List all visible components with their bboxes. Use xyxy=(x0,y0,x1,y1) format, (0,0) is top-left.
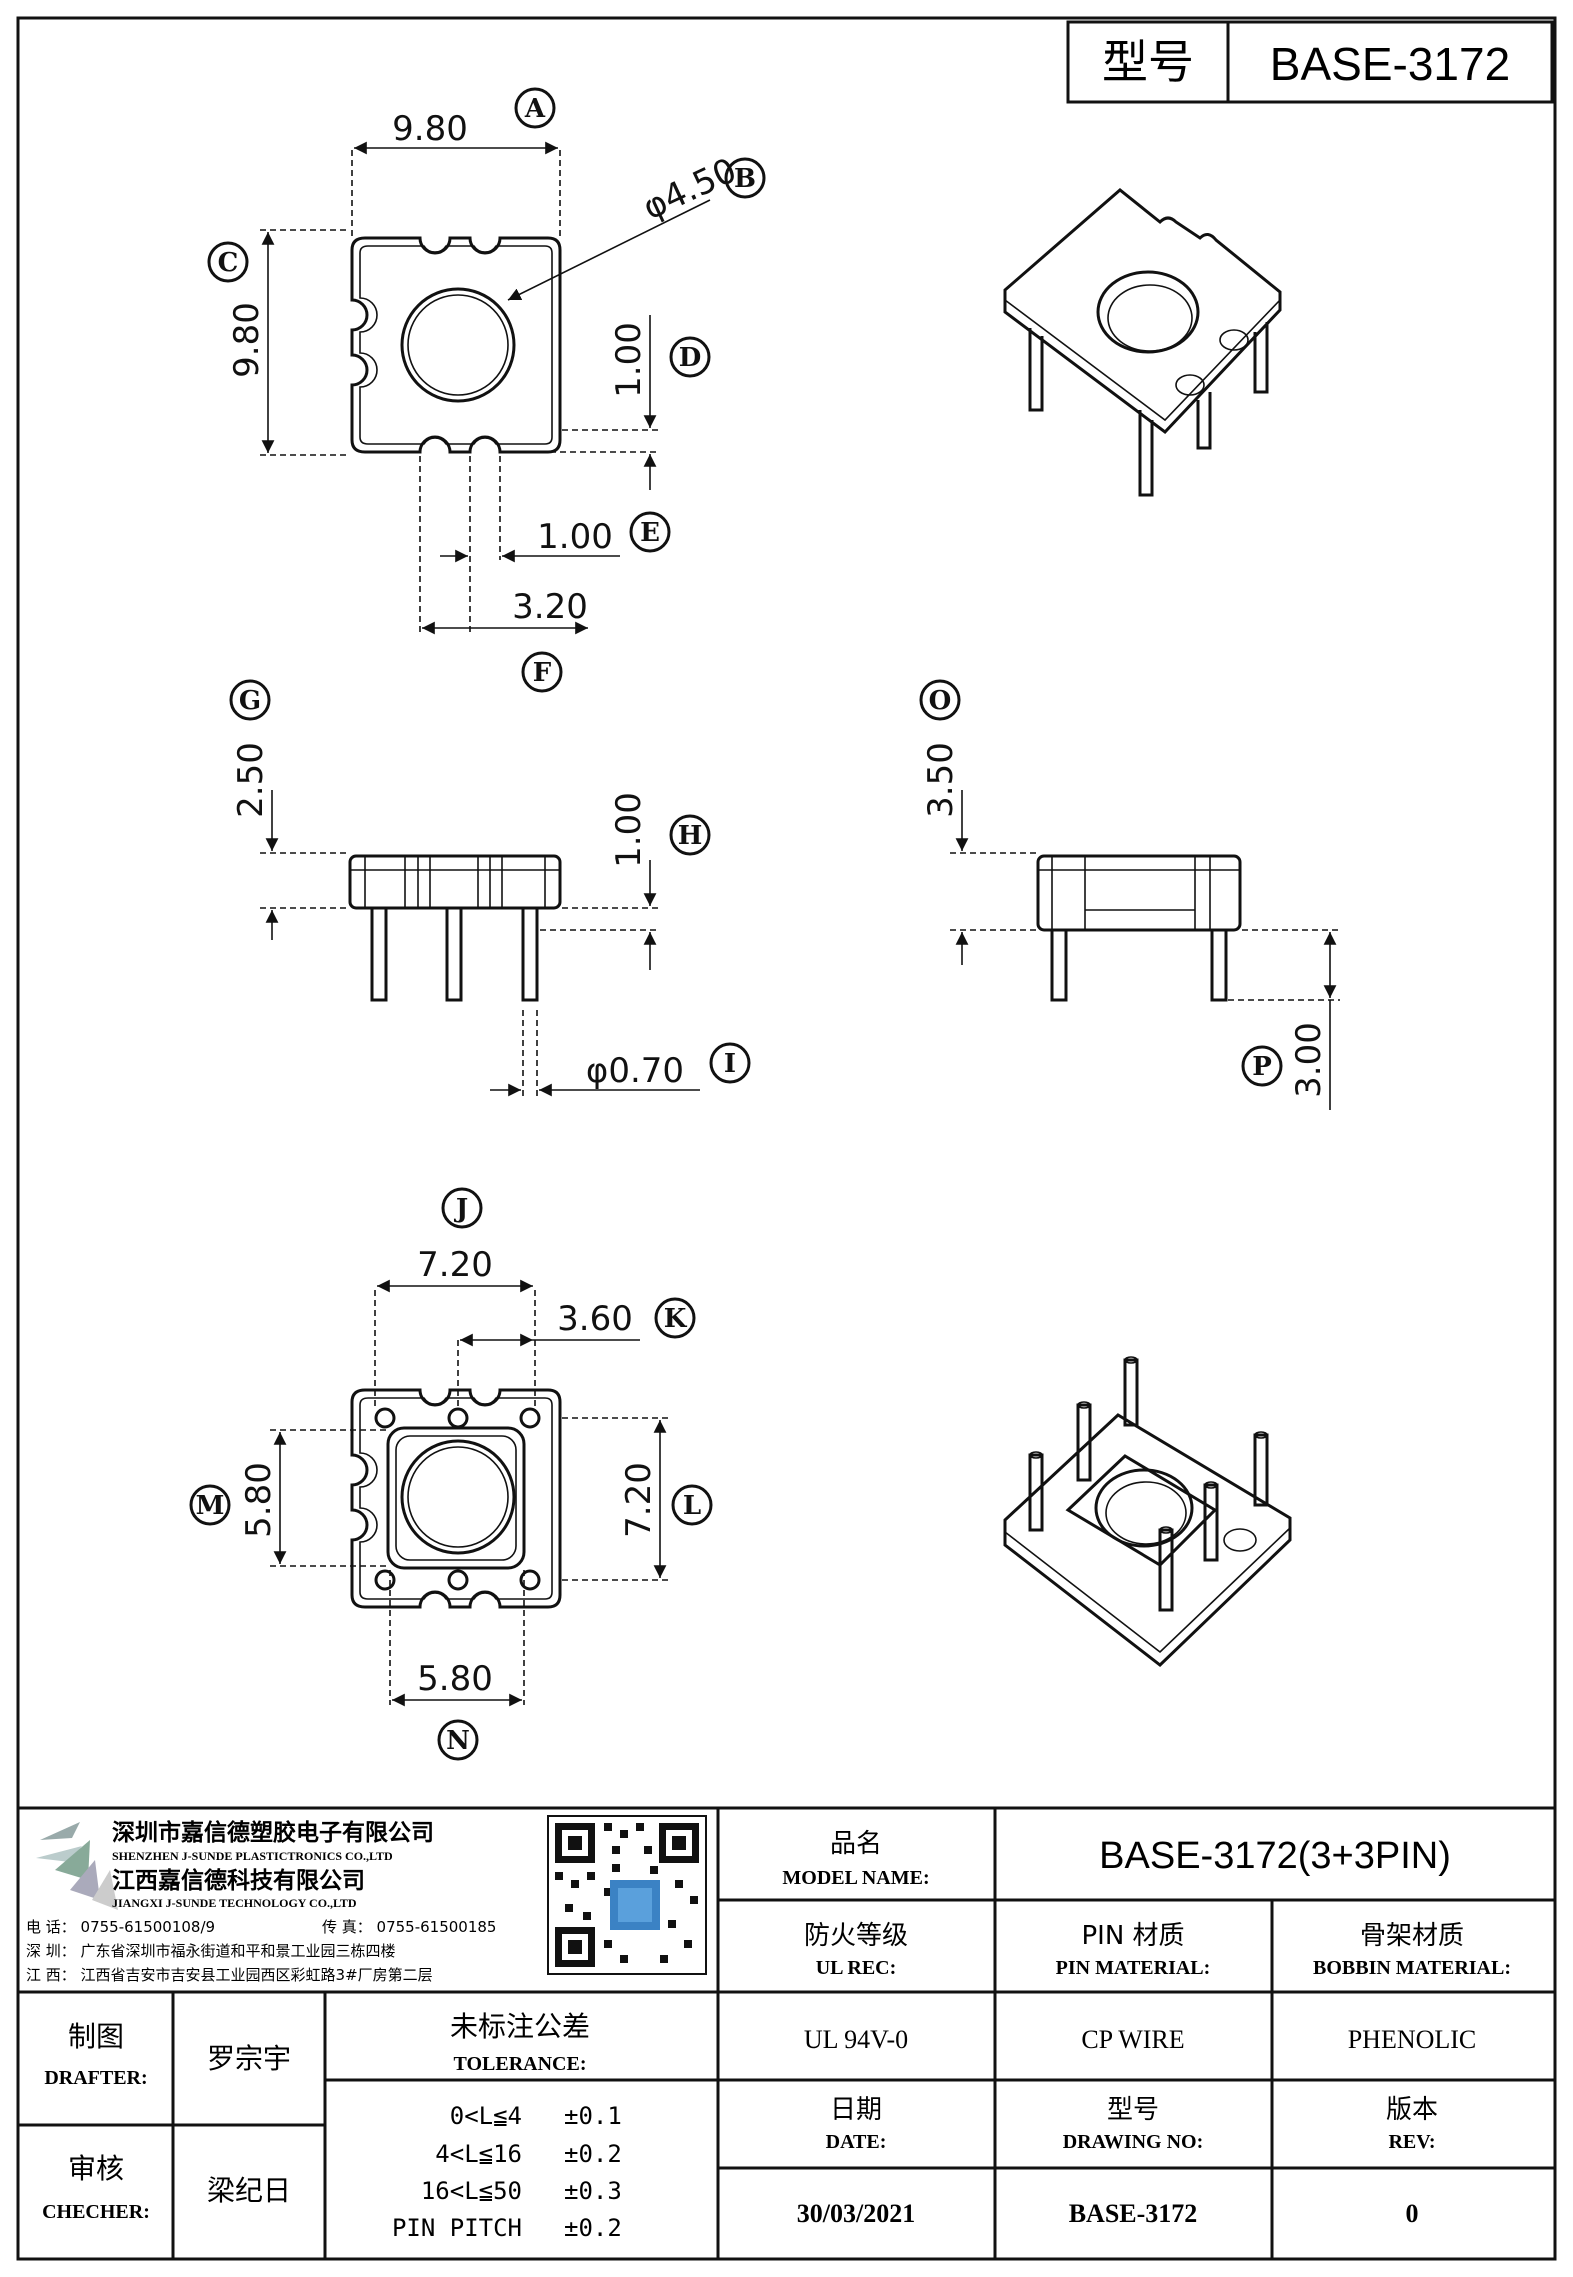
side-view-dimensions: 3.50 O 3.00 P xyxy=(919,679,1340,1110)
dim-f-label: F xyxy=(533,658,552,688)
company-name-en-1: SHENZHEN J-SUNDE PLASTICTRONICS CO.,LTD xyxy=(112,1849,393,1863)
dim-h-value: 1.00 xyxy=(609,792,649,868)
company-info: 深圳市嘉信德塑胶电子有限公司 SHENZHEN J-SUNDE PLASTICT… xyxy=(26,1819,496,1984)
title-block-text: 品名 MODEL NAME: BASE-3172(3+3PIN) 防火等级 UL… xyxy=(42,1829,1511,2242)
bottom-view-dimensions: 7.20 J 3.60 K 7.20 L 5.80 M 5.80 N xyxy=(189,1187,713,1761)
company-name-cn-1: 深圳市嘉信德塑胶电子有限公司 xyxy=(112,1819,434,1846)
company-name-en-2: JIANGXI J-SUNDE TECHNOLOGY CO.,LTD xyxy=(112,1896,357,1910)
front-view-dimensions: 2.50 G 1.00 H φ0.70 I xyxy=(229,679,751,1098)
dim-e-label: E xyxy=(640,518,660,548)
tolerance-en: TOLERANCE: xyxy=(454,2053,587,2075)
pin-material-value: CP WIRE xyxy=(1081,2025,1184,2054)
side-view xyxy=(1036,854,1242,1002)
company-name-cn-2: 江西嘉信德科技有限公司 xyxy=(112,1867,365,1894)
model-name-en: MODEL NAME: xyxy=(782,1867,929,1889)
tolerance-value-4: ±0.2 xyxy=(564,2214,622,2242)
checker-en: CHECHER: xyxy=(42,2201,150,2223)
tolerance-range-4: PIN PITCH xyxy=(392,2214,522,2242)
dim-n-label: N xyxy=(446,1726,470,1756)
dim-m-label: M xyxy=(196,1491,225,1521)
tolerance-value-1: ±0.1 xyxy=(564,2102,622,2130)
dim-o-label: O xyxy=(929,686,952,716)
dim-a-value: 9.80 xyxy=(392,109,468,149)
top-view xyxy=(350,236,562,454)
qr-code xyxy=(547,1815,707,1975)
date-cn: 日期 xyxy=(830,2095,882,2125)
ul-rec-en: UL REC: xyxy=(816,1957,897,1979)
iso-view-bottom xyxy=(1003,1356,1292,1667)
tolerance-value-3: ±0.3 xyxy=(564,2177,622,2205)
dim-l-value: 7.20 xyxy=(619,1462,659,1538)
sheet-border xyxy=(16,16,1557,2261)
dim-k-value: 3.60 xyxy=(557,1299,633,1339)
dim-j-value: 7.20 xyxy=(417,1245,493,1285)
tolerance-range-1: 0<L≦4 xyxy=(450,2102,522,2130)
dim-f-value: 3.20 xyxy=(512,587,588,627)
dim-g-value: 2.50 xyxy=(231,742,271,818)
rev-value: 0 xyxy=(1406,2199,1419,2228)
drafter-value: 罗宗宇 xyxy=(207,2042,291,2075)
rev-en: REV: xyxy=(1388,2131,1435,2153)
dim-i-label: I xyxy=(724,1049,736,1079)
dim-d-label: D xyxy=(679,343,702,373)
drafter-en: DRAFTER: xyxy=(44,2067,147,2089)
dim-j-label: J xyxy=(454,1194,468,1224)
model-name-cn: 品名 xyxy=(830,1829,882,1859)
top-view-dimensions: 9.80 A φ4.50 B 9.80 C 1.00 D 1.00 E 3.20… xyxy=(207,87,766,693)
header-model-box: 型号 BASE-3172 xyxy=(1066,20,1554,104)
dim-o-value: 3.50 xyxy=(921,742,961,818)
drawing-no-en: DRAWING NO: xyxy=(1063,2131,1204,2153)
iso-view-top xyxy=(1003,188,1282,497)
bobbin-material-cn: 骨架材质 xyxy=(1360,1921,1464,1951)
header-model-value: BASE-3172 xyxy=(1270,38,1510,90)
dim-l-label: L xyxy=(683,1491,701,1521)
header-model-label: 型号 xyxy=(1102,35,1194,89)
drawing-no-value: BASE-3172 xyxy=(1069,2199,1198,2228)
bobbin-material-value: PHENOLIC xyxy=(1348,2025,1477,2054)
bobbin-material-en: BOBBIN MATERIAL: xyxy=(1313,1957,1511,1979)
dim-k-label: K xyxy=(664,1304,688,1334)
dim-e-value: 1.00 xyxy=(537,517,613,557)
company-logo xyxy=(36,1822,118,1910)
front-view xyxy=(348,854,562,1002)
ul-rec-value: UL 94V-0 xyxy=(804,2025,908,2054)
rev-cn: 版本 xyxy=(1386,2095,1438,2125)
dim-p-label: P xyxy=(1252,1052,1272,1082)
dim-h-label: H xyxy=(678,821,703,851)
model-name-value: BASE-3172(3+3PIN) xyxy=(1099,1835,1451,1877)
dim-b-label: B xyxy=(734,164,756,194)
checker-cn: 审核 xyxy=(68,2152,124,2185)
dim-c-value: 9.80 xyxy=(227,302,267,378)
dim-n-value: 5.80 xyxy=(417,1659,493,1699)
tolerance-range-2: 4<L≦16 xyxy=(435,2140,522,2168)
dim-b-value: φ4.50 xyxy=(637,150,743,228)
company-address-sz: 深 圳： 广东省深圳市福永街道和平和景工业园三栋四楼 xyxy=(26,1942,396,1960)
company-fax: 传 真： 0755-61500185 xyxy=(322,1918,496,1936)
dim-i-value: φ0.70 xyxy=(586,1051,684,1091)
dim-g-label: G xyxy=(239,686,261,716)
pin-material-en: PIN MATERIAL: xyxy=(1056,1957,1211,1979)
tolerance-value-2: ±0.2 xyxy=(564,2140,622,2168)
tolerance-cn: 未标注公差 xyxy=(450,2010,590,2043)
title-block xyxy=(18,1806,1555,2259)
tolerance-range-3: 16<L≦50 xyxy=(421,2177,522,2205)
date-value: 30/03/2021 xyxy=(797,2199,915,2228)
drawing-no-cn: 型号 xyxy=(1107,2095,1159,2125)
company-phone: 电 话： 0755-61500108/9 xyxy=(26,1918,215,1936)
bottom-view xyxy=(350,1388,562,1609)
pin-material-cn: PIN 材质 xyxy=(1081,1921,1184,1951)
dim-a-label: A xyxy=(524,94,546,124)
company-address-jx: 江 西： 江西省吉安市吉安县工业园西区彩虹路3#厂房第二层 xyxy=(26,1966,433,1984)
drafter-cn: 制图 xyxy=(68,2020,124,2053)
date-en: DATE: xyxy=(826,2131,887,2153)
dim-c-label: C xyxy=(218,248,239,278)
checker-value: 梁纪日 xyxy=(207,2174,291,2207)
dim-m-value: 5.80 xyxy=(239,1462,279,1538)
bore-circle xyxy=(400,287,516,403)
ul-rec-cn: 防火等级 xyxy=(804,1921,908,1951)
dim-d-value: 1.00 xyxy=(609,322,649,398)
dim-p-value: 3.00 xyxy=(1289,1022,1329,1098)
